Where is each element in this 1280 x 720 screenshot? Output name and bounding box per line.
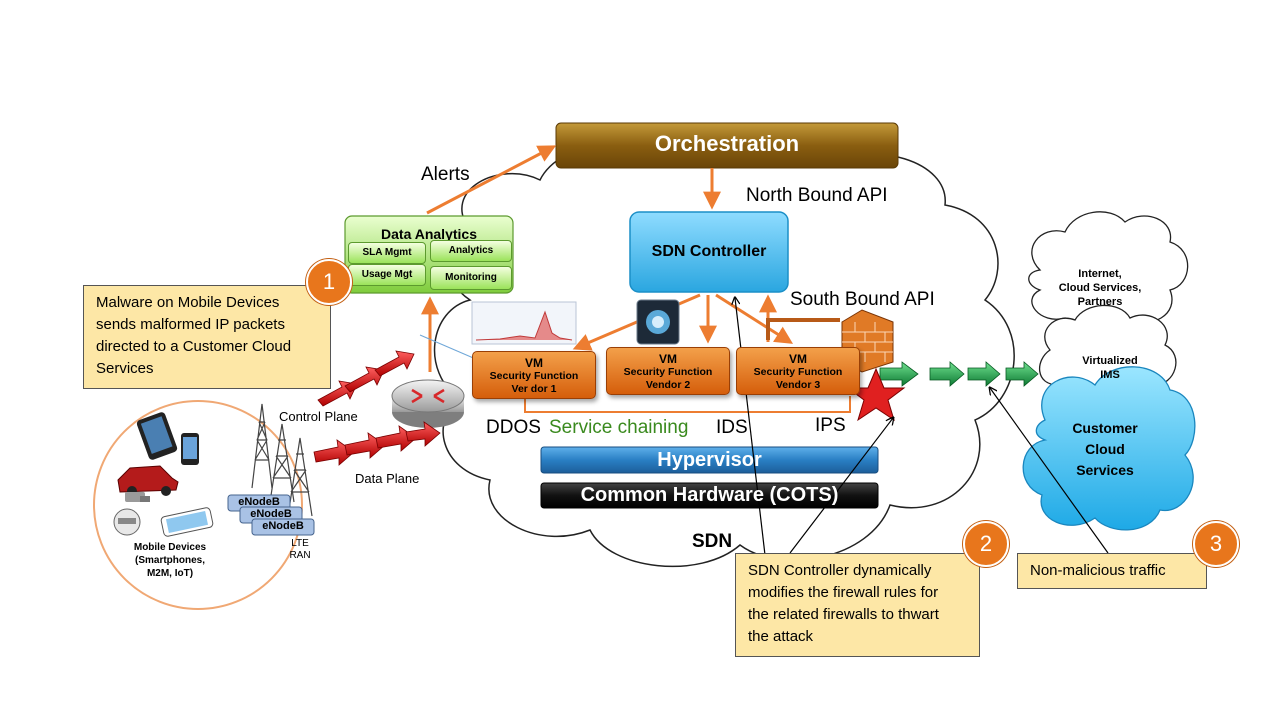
callout-line: sends malformed IP packets: [96, 316, 285, 333]
monitoring-cell: Monitoring: [430, 266, 512, 290]
common-hardware-bar: [540, 482, 879, 509]
vm-vendor: Ver dor 1: [511, 383, 557, 395]
control-plane-label: Control Plane: [279, 409, 358, 424]
enodeb-label-2: eNodeB: [250, 508, 292, 520]
callout-line: Services: [96, 360, 154, 377]
hypervisor-label: Hypervisor: [657, 449, 762, 471]
vm-vendor: Vendor 3: [775, 379, 821, 391]
ips-label: IPS: [815, 415, 846, 436]
usage-mgt-cell: Usage Mgt: [348, 264, 426, 286]
vm-vendor-2: VM Security Function Vendor 2: [606, 347, 730, 395]
vm-title: VM: [789, 352, 807, 366]
data-analytics-title: Data Analytics: [381, 226, 477, 242]
south-bound-api-label: South Bound API: [790, 289, 935, 310]
vm-title: VM: [525, 356, 543, 370]
hypervisor-bar: [540, 446, 879, 474]
vm-function: Security Function: [489, 370, 579, 382]
callout-malware: Malware on Mobile Devices sends malforme…: [83, 285, 331, 389]
ims-label-1: Virtualized: [1082, 355, 1138, 367]
sdn-controller-box: [629, 211, 789, 293]
data-plane-label: Data Plane: [355, 471, 420, 486]
data-plane-arrows: [313, 421, 441, 466]
sla-mgmt-cell: SLA Mgmt: [348, 242, 426, 264]
customer-cloud-label-3: Services: [1076, 462, 1134, 478]
ims-label-2: IMS: [1100, 369, 1120, 381]
orchestration-label: Orchestration: [654, 131, 800, 156]
vm-vendor-3: VM Security Function Vendor 3: [736, 347, 860, 395]
mobile-devices-label-1: Mobile Devices: [133, 542, 207, 553]
mobile-devices-circle: [93, 400, 303, 610]
lte-label: LTE: [291, 538, 309, 549]
callout-line: modifies the firewall rules for: [748, 584, 939, 601]
customer-cloud-shape: [1022, 366, 1196, 531]
customer-cloud-label-2: Cloud: [1085, 441, 1125, 457]
ids-label: IDS: [716, 417, 748, 438]
callout-line: the related firewalls to thwart: [748, 606, 939, 623]
internet-label-2: Cloud Services,: [1058, 282, 1142, 294]
enodeb-boxes: [227, 494, 315, 536]
vm-vendor-1: VM Security Function Ver dor 1: [472, 351, 596, 399]
callout-line: SDN Controller dynamically: [748, 562, 932, 579]
ddos-label: DDOS: [486, 417, 541, 438]
callout-non-malicious: Non-malicious traffic: [1017, 553, 1207, 589]
vm-function: Security Function: [623, 366, 713, 378]
step-badge-3: 3: [1193, 521, 1239, 567]
cell-towers-icon: [251, 403, 313, 517]
common-hardware-label: Common Hardware (COTS): [580, 484, 839, 506]
mobile-devices-label-3: M2M, IoT): [146, 568, 194, 579]
ran-label: RAN: [289, 550, 311, 561]
mobile-devices-label-2: (Smartphones,: [134, 555, 205, 566]
north-bound-api-label: North Bound API: [746, 185, 888, 206]
service-chaining-label: Service chaining: [549, 417, 689, 438]
customer-cloud-label-1: Customer: [1072, 420, 1138, 436]
sdn-label: SDN: [692, 531, 733, 552]
internet-cloud-shape: [1028, 211, 1189, 335]
internet-label-1: Internet,: [1078, 268, 1122, 280]
router-icon: [391, 379, 465, 428]
callout-line: directed to a Customer Cloud: [96, 338, 292, 355]
vm-vendor: Vendor 2: [645, 379, 691, 391]
internet-label-3: Partners: [1077, 296, 1123, 308]
analytics-cell: Analytics: [430, 240, 512, 262]
callout-sdn-controller: SDN Controller dynamically modifies the …: [735, 553, 980, 657]
step-badge-2: 2: [963, 521, 1009, 567]
callout-line: Non-malicious traffic: [1030, 562, 1166, 579]
enodeb-label-1: eNodeB: [238, 496, 280, 508]
step-badge-1: 1: [306, 259, 352, 305]
control-plane-arrows: [317, 350, 415, 407]
vm-title: VM: [659, 352, 677, 366]
alerts-label: Alerts: [421, 164, 470, 185]
enodeb-label-3: eNodeB: [262, 520, 304, 532]
sdn-controller-label: SDN Controller: [651, 243, 767, 260]
callout-line: Malware on Mobile Devices: [96, 294, 280, 311]
vm-function: Security Function: [753, 366, 843, 378]
clean-traffic-arrows: [879, 361, 1039, 387]
callout-line: the attack: [748, 628, 814, 645]
